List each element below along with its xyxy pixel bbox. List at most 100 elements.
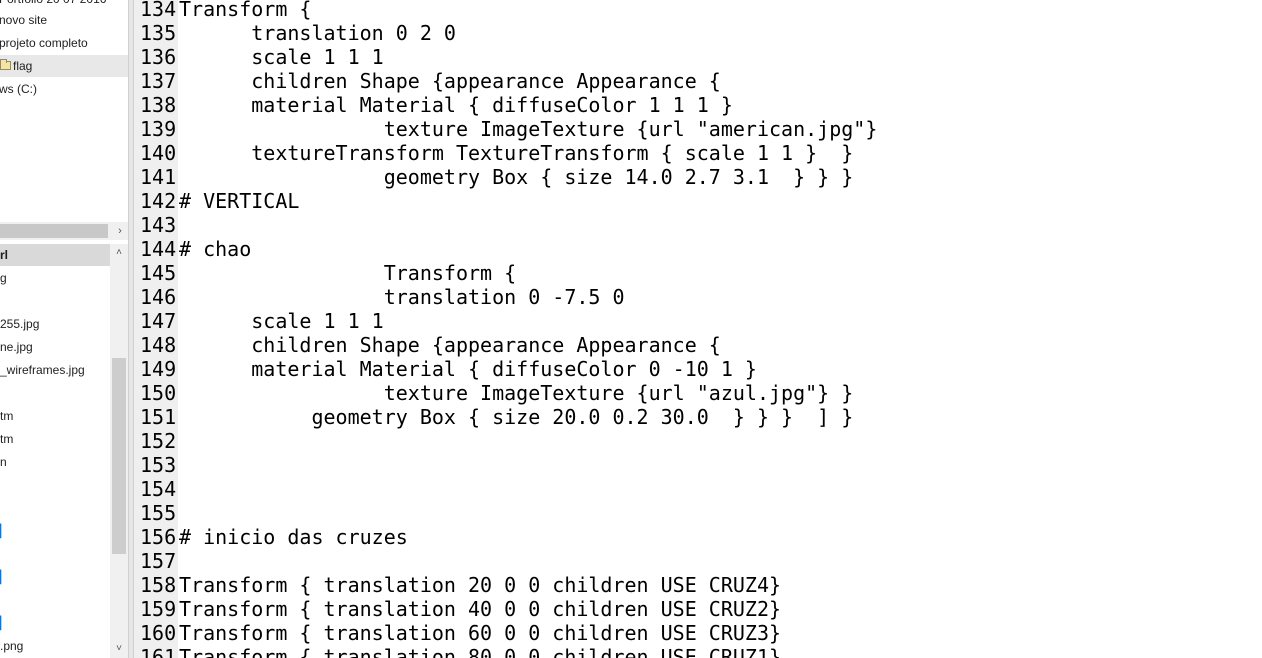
tree-item[interactable]: ws (C:) [0, 78, 128, 100]
folder-icon [0, 59, 11, 70]
tree-item[interactable]: projeto completo [0, 32, 128, 54]
line-number: 159 [140, 597, 177, 621]
file-list-item[interactable]: n [0, 455, 7, 469]
tree-item-label: ws (C:) [0, 82, 37, 96]
code-text[interactable]: geometry Box { size 14.0 2.7 3.1 } } } [179, 165, 854, 189]
panel-splitter[interactable] [128, 0, 134, 658]
horizontal-scrollbar[interactable]: › [0, 222, 128, 240]
line-number: 158 [140, 573, 177, 597]
tree-item[interactable]: flag [0, 55, 128, 77]
scroll-up-arrow-icon[interactable]: ˄ [116, 247, 122, 258]
file-list-item[interactable]: .png [0, 639, 24, 653]
code-line[interactable]: 142# VERTICAL [134, 189, 1262, 213]
line-number: 140 [140, 141, 177, 165]
code-line[interactable]: 139 texture ImageTexture {url "american.… [134, 117, 1262, 141]
code-line[interactable]: 140 textureTransform TextureTransform { … [134, 141, 1262, 165]
code-text[interactable]: material Material { diffuseColor 1 1 1 } [179, 93, 733, 117]
code-line[interactable]: 141 geometry Box { size 14.0 2.7 3.1 } }… [134, 165, 1262, 189]
code-line[interactable]: 138 material Material { diffuseColor 1 1… [134, 93, 1262, 117]
tree-item[interactable]: novo site [0, 9, 128, 31]
code-text[interactable]: texture ImageTexture {url "american.jpg"… [179, 117, 878, 141]
file-list-item[interactable] [0, 497, 110, 519]
code-text[interactable]: Transform { [179, 261, 517, 285]
line-number: 161 [140, 645, 177, 658]
code-line[interactable]: 144# chao [134, 237, 1262, 261]
file-list-item[interactable] [0, 290, 110, 312]
line-number: 148 [140, 333, 177, 357]
file-list-item[interactable]: tm [0, 409, 14, 423]
tree-item[interactable]: Portfolio 20 07 2016 [0, 0, 128, 10]
line-number: 141 [140, 165, 177, 189]
code-text[interactable]: translation 0 -7.5 0 [179, 285, 625, 309]
file-list-item[interactable] [0, 474, 110, 496]
code-text[interactable]: Transform { [179, 0, 312, 21]
file-list-item[interactable]: ▏ [0, 616, 10, 630]
code-text[interactable]: # VERTICAL [179, 189, 300, 213]
file-list-item[interactable] [0, 382, 110, 404]
code-text[interactable]: children Shape {appearance Appearance { [179, 69, 721, 93]
code-text[interactable]: texture ImageTexture {url "azul.jpg"} } [179, 381, 854, 405]
file-list-item[interactable]: ▏ [0, 524, 10, 538]
horizontal-scroll-thumb[interactable] [0, 224, 108, 238]
file-list-item[interactable]: ▏ [0, 570, 10, 584]
line-number: 142 [140, 189, 177, 213]
scroll-right-arrow-icon[interactable]: › [118, 225, 122, 237]
code-text[interactable]: Transform { translation 60 0 0 children … [179, 621, 782, 645]
code-line[interactable]: 155 [134, 501, 1262, 525]
line-number: 151 [140, 405, 177, 429]
code-text[interactable]: # inicio das cruzes [179, 525, 408, 549]
file-list-item[interactable]: rl [0, 244, 110, 266]
code-line[interactable]: 157 [134, 549, 1262, 573]
code-text[interactable]: scale 1 1 1 [179, 45, 384, 69]
code-line[interactable]: 145 Transform { [134, 261, 1262, 285]
file-list-item[interactable] [0, 543, 110, 565]
line-number: 135 [140, 21, 177, 45]
code-text[interactable]: textureTransform TextureTransform { scal… [179, 141, 854, 165]
code-line[interactable]: 156# inicio das cruzes [134, 525, 1262, 549]
file-list-item[interactable] [0, 589, 110, 611]
code-line[interactable]: 143 [134, 213, 1262, 237]
code-line[interactable]: 150 texture ImageTexture {url "azul.jpg"… [134, 381, 1262, 405]
code-line[interactable]: 151 geometry Box { size 20.0 0.2 30.0 } … [134, 405, 1262, 429]
vertical-scrollbar[interactable]: ˄ ˅ [110, 244, 128, 658]
code-line[interactable]: 152 [134, 429, 1262, 453]
file-list-item[interactable]: tm [0, 432, 14, 446]
line-number: 147 [140, 309, 177, 333]
code-line[interactable]: 146 translation 0 -7.5 0 [134, 285, 1262, 309]
line-number: 156 [140, 525, 177, 549]
code-text[interactable]: material Material { diffuseColor 0 -10 1… [179, 357, 757, 381]
code-text[interactable]: Transform { translation 20 0 0 children … [179, 573, 782, 597]
code-line[interactable]: 154 [134, 477, 1262, 501]
line-number: 157 [140, 549, 177, 573]
code-text[interactable]: geometry Box { size 20.0 0.2 30.0 } } } … [179, 405, 854, 429]
code-line[interactable]: 148 children Shape {appearance Appearanc… [134, 333, 1262, 357]
code-text[interactable]: scale 1 1 1 [179, 309, 384, 333]
scroll-down-arrow-icon[interactable]: ˅ [116, 643, 122, 654]
code-line[interactable]: 147 scale 1 1 1 [134, 309, 1262, 333]
file-list-item[interactable]: 255.jpg [0, 317, 40, 331]
code-text[interactable]: Transform { translation 40 0 0 children … [179, 597, 782, 621]
code-text[interactable]: children Shape {appearance Appearance { [179, 333, 721, 357]
code-text[interactable]: translation 0 2 0 [179, 21, 456, 45]
code-text[interactable]: # chao [179, 237, 252, 261]
code-line[interactable]: 149 material Material { diffuseColor 0 -… [134, 357, 1262, 381]
file-list-item[interactable]: _wireframes.jpg [0, 363, 85, 377]
code-text[interactable]: Transform { translation 80 0 0 children … [179, 645, 782, 658]
vertical-scroll-thumb[interactable] [112, 358, 126, 554]
code-line[interactable]: 135 translation 0 2 0 [134, 21, 1262, 45]
file-list-item[interactable]: ne.jpg [0, 340, 33, 354]
code-line[interactable]: 136 scale 1 1 1 [134, 45, 1262, 69]
line-number: 136 [140, 45, 177, 69]
line-number: 144 [140, 237, 177, 261]
file-list-item[interactable]: g [0, 271, 7, 285]
code-line[interactable]: 137 children Shape {appearance Appearanc… [134, 69, 1262, 93]
line-number: 160 [140, 621, 177, 645]
code-line[interactable]: 153 [134, 453, 1262, 477]
